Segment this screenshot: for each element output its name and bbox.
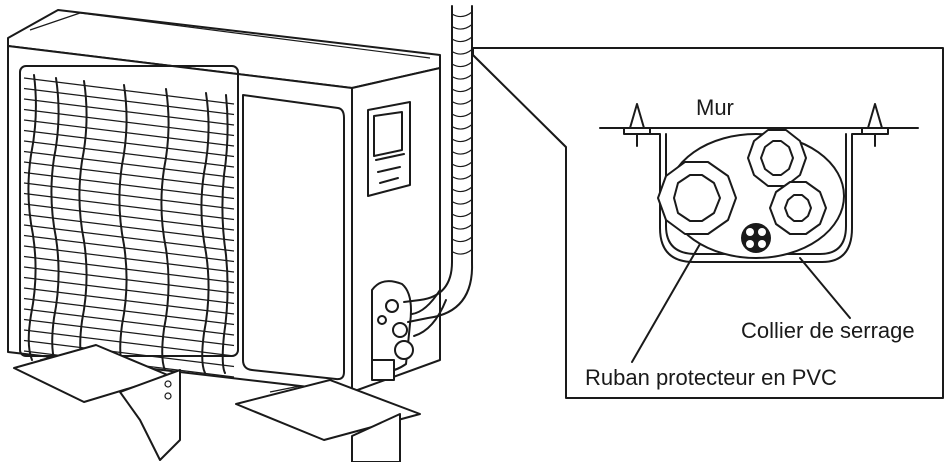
leader-tape [631,243,701,363]
outdoor-unit [7,9,441,462]
tape-wrap-turn [451,49,473,55]
grille-slat [23,87,235,116]
wall-anchor-right [861,103,889,147]
grille-slat [23,224,235,252]
tape-label: Ruban protecteur en PVC [585,365,837,390]
grille-slat [23,150,235,179]
tape-wrap-turn [451,199,473,205]
right-pipe [769,181,827,235]
tape-wrap-turn [451,211,473,218]
tape-wrap-turn [451,24,473,30]
tape-wrap-turn [451,124,473,130]
leader-collar [799,257,851,319]
grille-slat [23,266,235,294]
grille-slat [23,255,235,284]
tape-wrap-turn [451,186,473,193]
grille-slat [23,161,235,189]
wall-anchor-left [623,103,651,147]
grille-slat [23,213,235,242]
grille-slat [23,276,235,305]
tape-wrap-turn [451,174,473,180]
tape-wrap-turn [451,149,473,155]
tape-wrap-turn [451,99,473,105]
grille-slat [23,182,235,210]
grille-slat [23,329,235,357]
tape-wrap-turn [451,161,473,168]
service-valves [371,280,414,381]
mounting-brackets [13,344,421,462]
tape-wrap-turn [451,236,473,243]
grille-slat [23,171,235,200]
tape-wrap-turn [451,136,473,143]
grille-slat [23,98,235,126]
grille-slat [23,234,235,263]
grille-slat [23,192,235,221]
cable-bundle [741,223,771,253]
grille-slat [23,297,235,326]
fan-grille [27,74,229,374]
grille-slat [23,339,235,368]
front-panel [242,94,345,381]
grille-slat [23,108,235,137]
grille-slat [23,287,235,315]
wall-label: Mur [696,95,734,120]
grille-slat [23,129,235,158]
grille-slat [23,140,235,168]
pvc-tape-wrap [451,11,473,255]
tape-wrap-turn [451,11,473,18]
electrical-cover [367,101,411,197]
grille-slat [23,203,235,231]
fan-grille-frame [19,65,239,357]
tape-wrap-turn [451,36,473,43]
grille-slat [23,308,235,336]
detail-view [472,47,944,399]
grille-slat [23,245,235,273]
tape-wrap-turn [451,86,473,93]
large-pipe [657,161,737,235]
collar-label: Collier de serrage [741,318,915,343]
tape-wrap-turn [451,61,473,68]
grille-slat [23,77,235,105]
grille-slat [23,318,235,347]
tape-wrap-turn [451,224,473,230]
tape-wrap-turn [451,74,473,80]
grille-slat [23,119,235,147]
top-pipe [747,129,807,187]
tape-wrap-turn [451,249,473,255]
tape-wrap-turn [451,111,473,118]
